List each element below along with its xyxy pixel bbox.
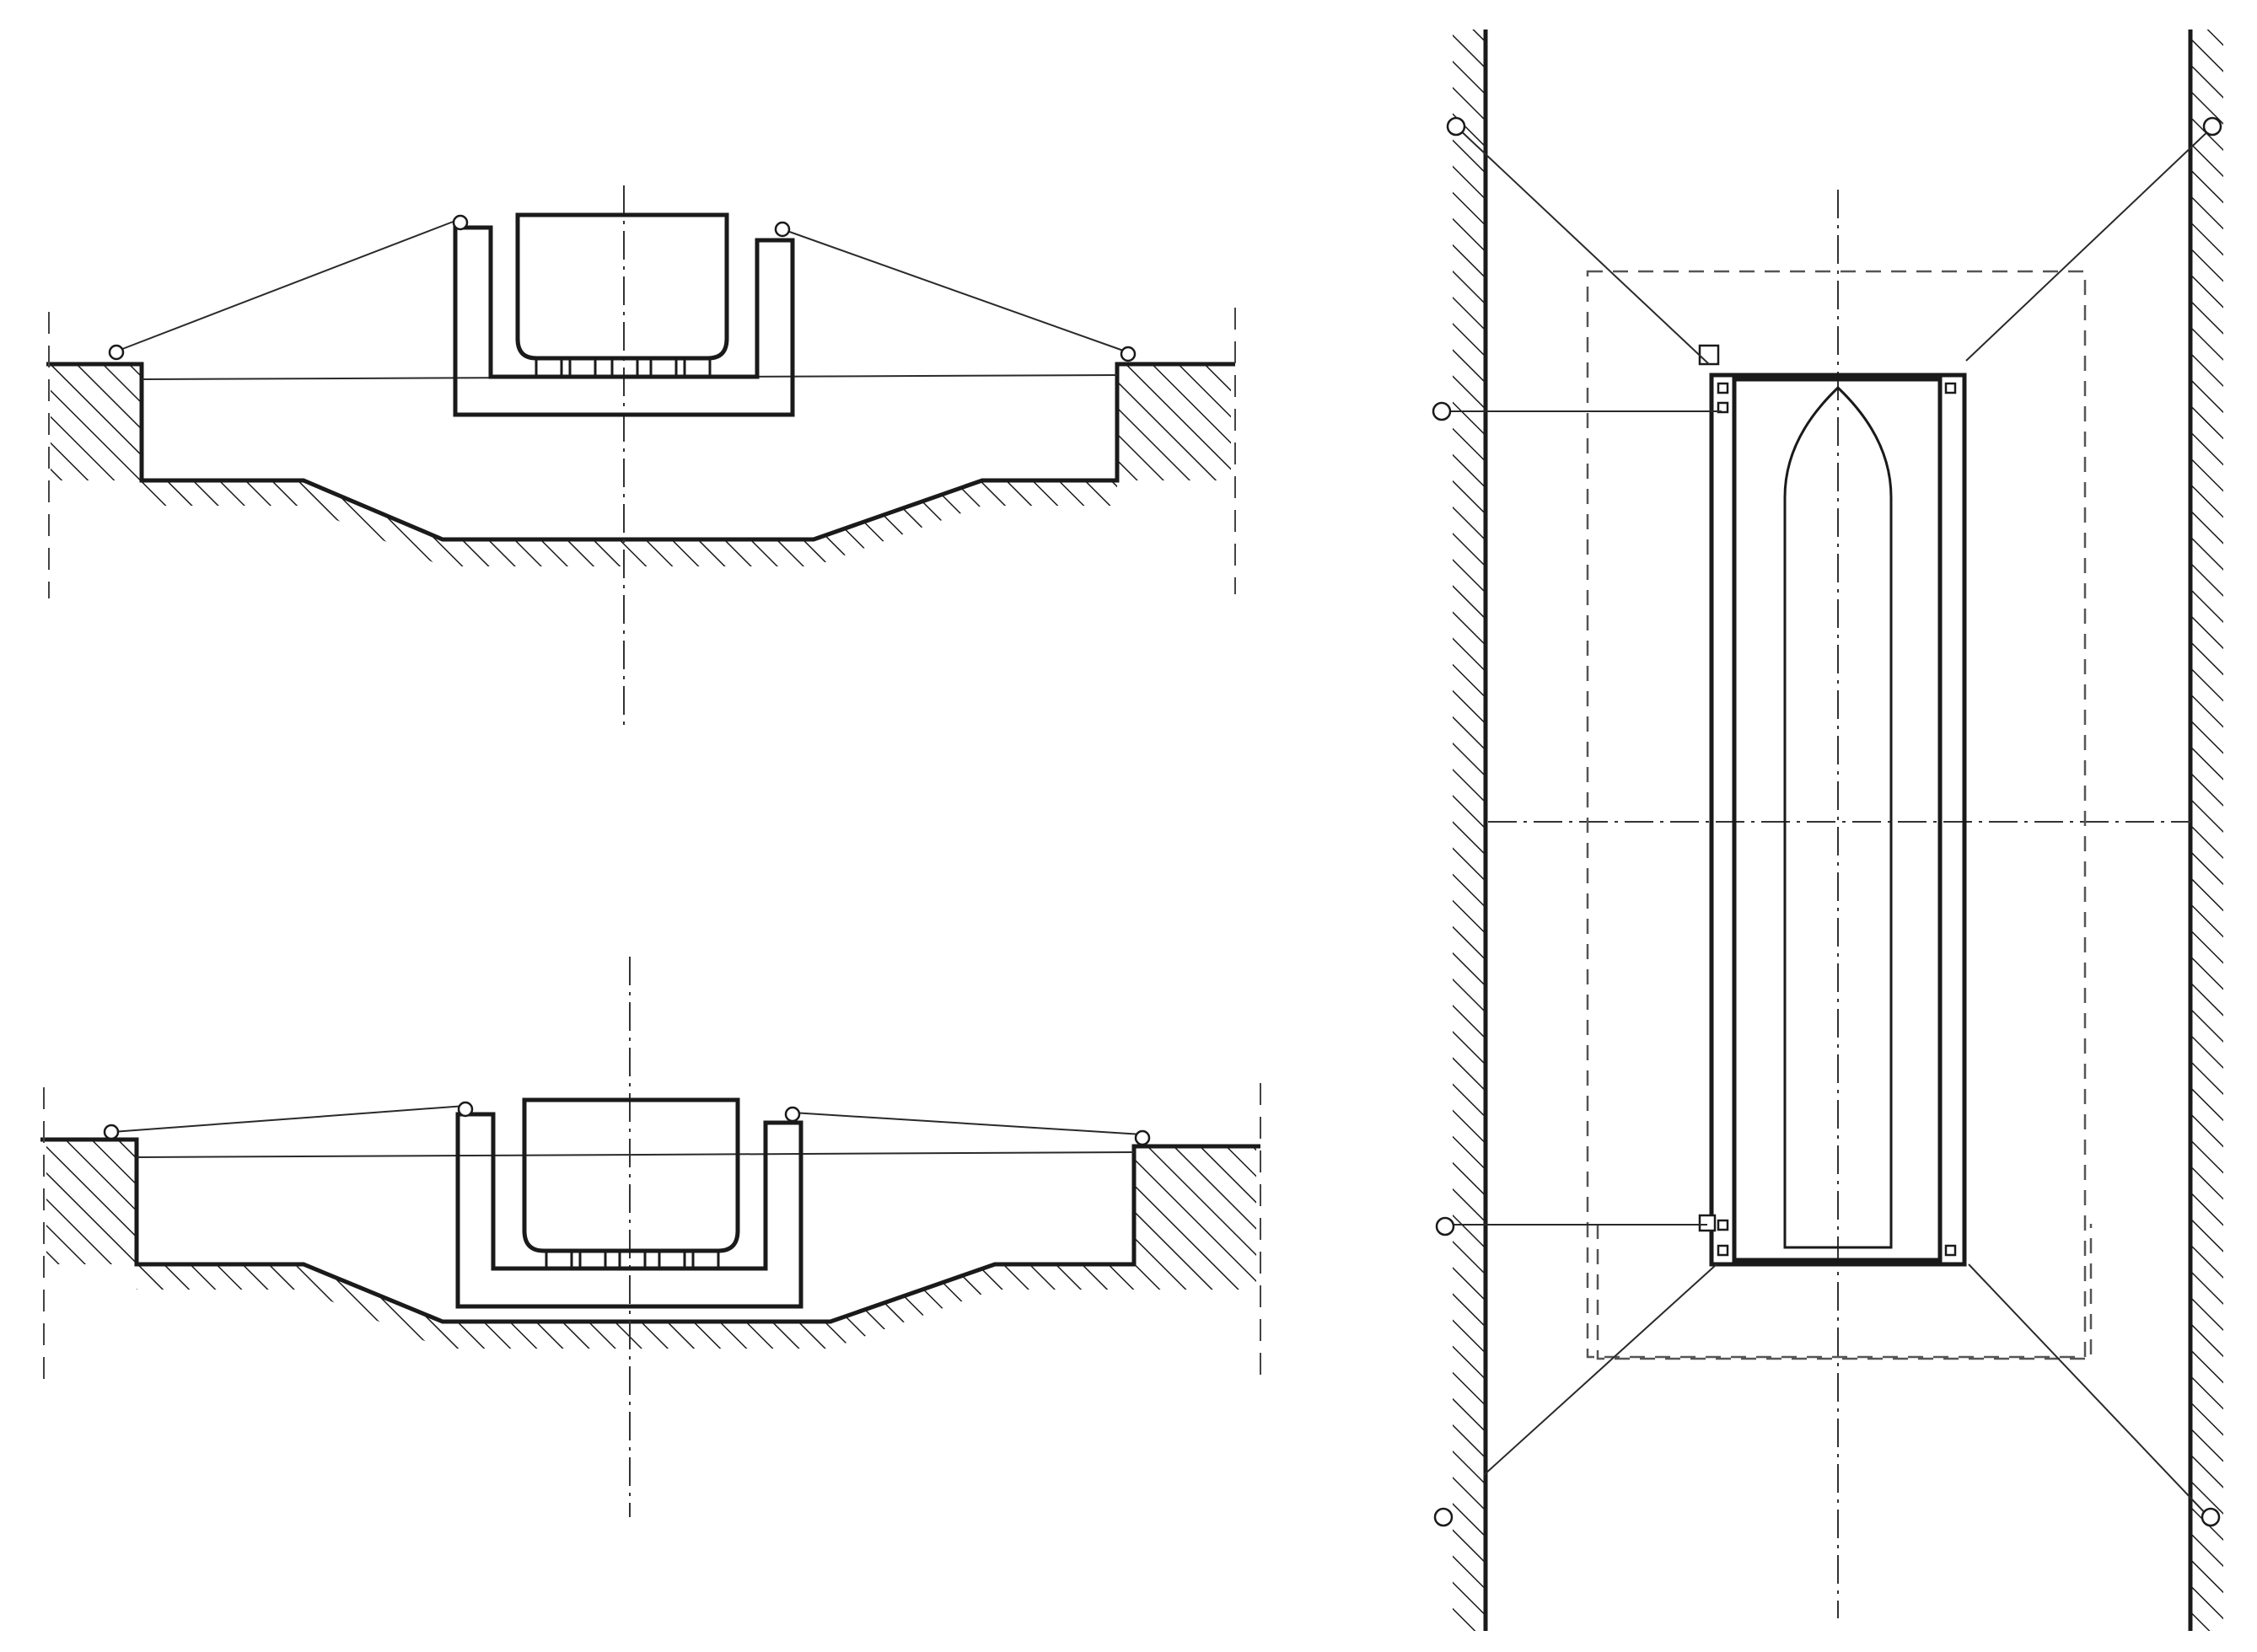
vessel <box>1783 385 1893 1249</box>
floating-dock <box>453 225 795 417</box>
mooring-line <box>117 220 456 351</box>
keel-blocks <box>545 1249 720 1270</box>
channel-wall-right <box>2188 30 2223 1631</box>
floating-dock <box>455 1112 803 1309</box>
ground-line <box>46 362 1235 542</box>
hidden-outline <box>1586 270 2087 1359</box>
section-view-lower <box>40 957 1261 1517</box>
mooring-line <box>1483 1263 1717 1476</box>
mooring-line <box>111 1105 466 1133</box>
waterline <box>136 1151 1135 1158</box>
vessel <box>515 212 729 361</box>
vessel <box>522 1097 740 1253</box>
keel-blocks <box>535 357 712 378</box>
mooring-line <box>782 228 1129 353</box>
mooring-line <box>1968 1263 2210 1518</box>
plan-view <box>1432 30 2223 1631</box>
mooring-line <box>792 1112 1143 1135</box>
mooring-line <box>1965 126 2214 362</box>
ground-hatching <box>51 364 1231 566</box>
mooring-line <box>1455 126 1710 365</box>
section-view-upper <box>46 185 1236 725</box>
channel-wall-left <box>1453 30 1488 1631</box>
ground-hatching <box>46 1140 1256 1349</box>
ground-line <box>40 1137 1260 1324</box>
